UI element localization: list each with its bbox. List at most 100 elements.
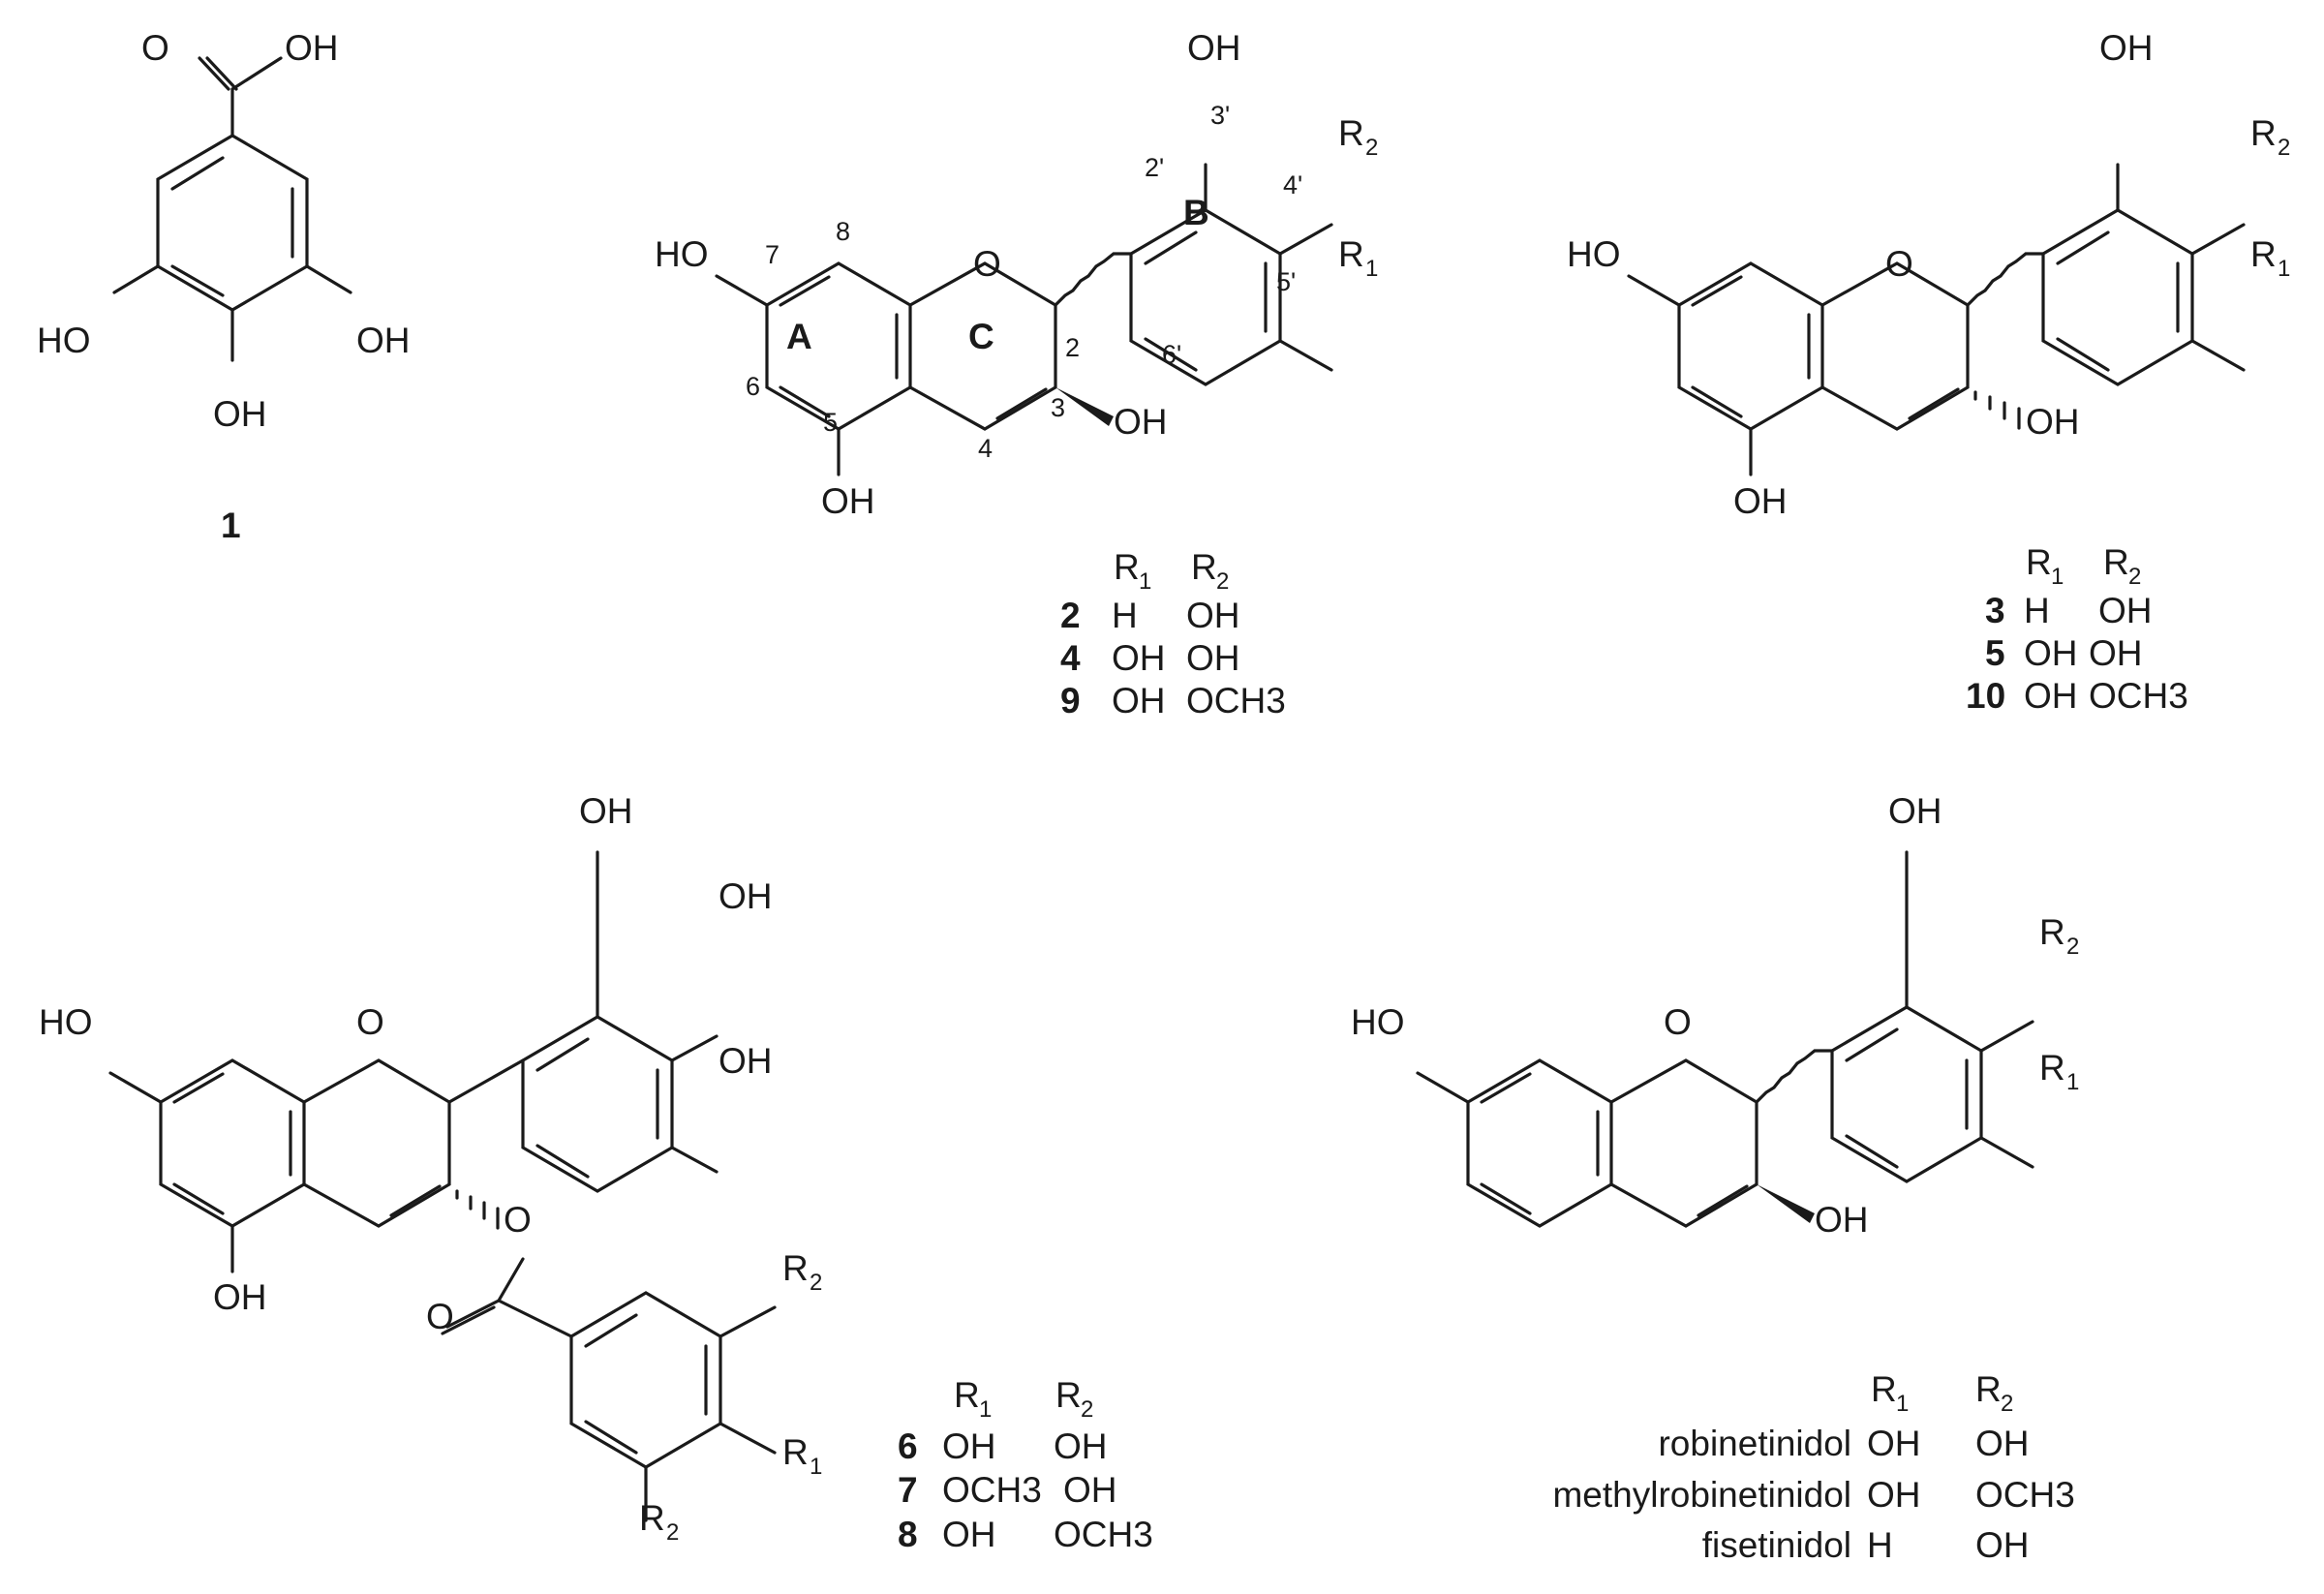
ring-oxygen: O [1885,244,1913,284]
pos-2: 2 [1065,333,1080,362]
pos-3prime: 3' [1210,101,1230,130]
table-d-r2: OH [1975,1525,2030,1565]
svg-text:2: 2 [2066,934,2079,960]
svg-text:1: 1 [2066,1069,2079,1095]
table-b-r1: OH [2024,676,2078,716]
svg-text:R: R [1055,1375,1082,1415]
ho-left: HO [37,321,91,360]
pos-5: 5 [823,408,838,437]
ho-7: HO [1567,234,1621,274]
compound-3-5-10-structure: O OH R 2 R 1 HO OH OH [1567,28,2290,521]
carbonyl-o: O [426,1297,454,1336]
table-a-h2: R [1191,547,1217,587]
ring-label-c: C [968,317,994,356]
svg-text:1: 1 [1139,568,1151,595]
svg-text:R: R [1975,1369,2002,1409]
oh-5: OH [1733,481,1788,521]
pos-6prime: 6' [1162,340,1181,369]
table-c-id: 6 [898,1426,918,1466]
svg-text:2: 2 [1216,568,1229,595]
pos-7: 7 [765,240,780,269]
svg-text:R: R [954,1375,980,1415]
table-c-r1: OCH3 [942,1470,1042,1510]
table-d-r1: OH [1867,1475,1921,1515]
compound-6-7-8-structure: O OH OH OH HO OH O O R 2 R 1 R 2 [39,791,822,1546]
table-d-name: fisetinidol [1702,1525,1851,1565]
oh-low: OH [719,1041,773,1081]
svg-text:R: R [2026,542,2052,582]
oh-bottom: OH [213,394,267,434]
table-b-r2: OH [2089,633,2143,673]
table-d-r1: H [1867,1525,1893,1565]
table-a: R 1 R 2 2 H OH 4 OH OH 9 OH OCH3 [1060,547,1286,720]
pos-3: 3 [1051,393,1065,422]
svg-text:2: 2 [666,1519,679,1546]
table-a-r2: OH [1186,596,1240,635]
table-c-id: 8 [898,1515,918,1554]
table-a-r1: H [1112,596,1138,635]
table-d-r1: OH [1867,1424,1921,1463]
svg-text:2: 2 [810,1270,822,1296]
svg-text:2: 2 [2128,564,2141,590]
svg-text:1: 1 [979,1396,992,1423]
table-b-id: 3 [1985,591,2005,630]
pos-6: 6 [746,372,760,401]
svg-text:1: 1 [1896,1391,1909,1417]
r1-atom: R [2250,234,2277,274]
table-b: R 1 R 2 3 H OH 5 OH OH 10 OH OCH3 [1966,542,2188,716]
oh-3prime: OH [1187,28,1241,68]
r2-atom-upper: R [782,1248,809,1288]
acid-oh: OH [285,28,339,68]
table-a-r1: OH [1112,681,1166,720]
table-b-r1: H [2024,591,2050,630]
table-b-r1: OH [2024,633,2078,673]
robinetinidol-structure: O OH R 2 R 1 HO OH [1351,791,2079,1240]
r2-sub: 2 [2278,135,2290,161]
table-b-r2: OH [2098,591,2153,630]
oh-mid: OH [719,876,773,916]
svg-text:R: R [1871,1369,1897,1409]
table-c-id: 7 [898,1470,918,1510]
ho-7: HO [39,1002,93,1042]
table-a-r2: OCH3 [1186,681,1286,720]
r2-atom: R [2039,912,2065,952]
table-d-name: robinetinidol [1658,1424,1851,1463]
table-c-r2: OH [1063,1470,1117,1510]
r2-atom-lower: R [639,1498,665,1538]
ring-label-a: A [786,317,812,356]
pos-2prime: 2' [1145,153,1164,182]
ring-oxygen: O [973,244,1001,284]
svg-text:R: R [2103,542,2129,582]
oh-right: OH [356,321,411,360]
oh-5: OH [213,1277,267,1317]
r1-sub: 1 [2278,256,2290,282]
table-d: R 1 R 2 robinetinidol OH OH methylrobine… [1552,1369,2074,1565]
oh-3: OH [1815,1200,1869,1240]
table-c-r1: OH [942,1426,996,1466]
table-a-r1: OH [1112,638,1166,678]
oh-5: OH [821,481,875,521]
compound-1-structure: O OH HO OH OH 1 [37,28,411,545]
compound-1-label: 1 [221,506,241,545]
pos-4: 4 [978,434,993,463]
r1-atom: R [1338,234,1364,274]
table-b-r2: OCH3 [2089,676,2188,716]
compound-2-4-9-structure: O OH R 2 R 1 HO OH OH A C B 8 7 6 5 4 3 … [655,28,1378,521]
r1-atom: R [782,1432,809,1472]
svg-text:2: 2 [2001,1391,2013,1417]
table-c-r2: OCH3 [1054,1515,1153,1554]
ring-oxygen: O [1664,1002,1692,1042]
r2-sub: 2 [1365,135,1378,161]
r1-sub: 1 [1365,256,1378,282]
ester-o: O [504,1200,532,1240]
svg-text:2: 2 [1081,1396,1093,1423]
table-c-r1: OH [942,1515,996,1554]
r2-atom: R [2250,113,2277,153]
table-b-id: 5 [1985,633,2005,673]
table-a-id: 4 [1060,638,1081,678]
table-c: R 1 R 2 6 OH OH 7 OCH3 OH 8 OH OCH3 [898,1375,1153,1554]
table-a-r2: OH [1186,638,1240,678]
table-d-r2: OCH3 [1975,1475,2075,1515]
oh-3: OH [2026,402,2080,442]
